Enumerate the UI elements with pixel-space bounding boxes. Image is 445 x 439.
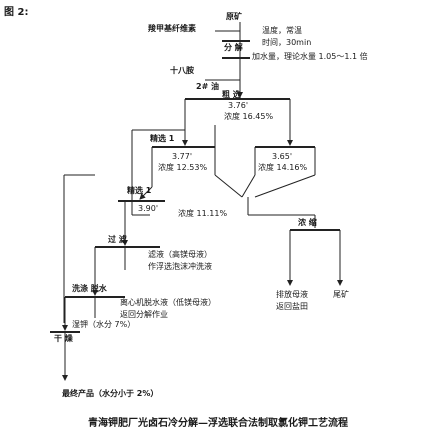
cleaner2-conc: 浓度 11.11%	[178, 209, 228, 218]
scav-to-funnel	[241, 174, 256, 198]
decompose-cond-2: 时间，30min	[262, 38, 312, 47]
funnel-left	[214, 174, 243, 198]
scavenger-conc: 浓度 14.16%	[258, 163, 308, 172]
wet-potash-label: 湿钾（水分 7%）	[72, 320, 136, 329]
cleaner1-grade: 3.77'	[172, 152, 193, 161]
figure-caption: 青海钾肥厂光卤石冷分解—浮选联合法制取氯化钾工艺流程	[88, 418, 348, 429]
cleaner2-grade: 3.90'	[138, 204, 159, 213]
rougher-conc: 浓度 16.45%	[224, 112, 274, 121]
decompose-cond-1: 温度，常温	[262, 26, 302, 35]
dry-label: 干 燥	[54, 334, 73, 343]
ore-label: 原矿	[226, 12, 242, 21]
product-label: 最终产品（水分小于 2%）	[62, 389, 159, 398]
funnel-right	[254, 174, 316, 198]
amine-label: 十八胺	[170, 66, 194, 75]
thick-overflow-2: 返回盐田	[276, 302, 308, 311]
wash-liquor-1: 离心机脱水液（低镁母液）	[120, 298, 216, 307]
decompose-cond-3: 加水量，理论水量 1.05～1.1 倍	[252, 52, 368, 61]
thick-overflow-1: 排放母液	[276, 290, 308, 299]
cleaner1-conc: 浓度 12.53%	[158, 163, 208, 172]
filter-liquor-2: 作浮选泡沫冲洗液	[148, 262, 212, 271]
filter-liquor-1: 滤液（高镁母液）	[148, 250, 212, 259]
rougher-grade: 3.76'	[228, 101, 249, 110]
cleaner2-label: 精选 1	[127, 186, 152, 195]
decompose-label: 分 解	[224, 43, 243, 52]
thickener-label: 浓 缩	[298, 218, 317, 227]
wash-liquor-2: 返回分解作业	[120, 310, 168, 319]
filter-label: 过 滤	[108, 235, 127, 244]
oil-label: 2# 油	[196, 82, 220, 91]
thick-tailings: 尾矿	[333, 290, 349, 299]
reagent-label: 羧甲基纤维素	[148, 24, 196, 33]
wash-label: 洗涤 脱水	[72, 284, 107, 293]
cleaner1-label: 精选 1	[150, 134, 175, 143]
cleaner1-to-cleaner2	[139, 186, 153, 200]
scavenger-grade: 3.65'	[272, 152, 293, 161]
rougher-label: 粗 选	[222, 90, 241, 99]
figure-label: 图 2:	[4, 7, 29, 18]
